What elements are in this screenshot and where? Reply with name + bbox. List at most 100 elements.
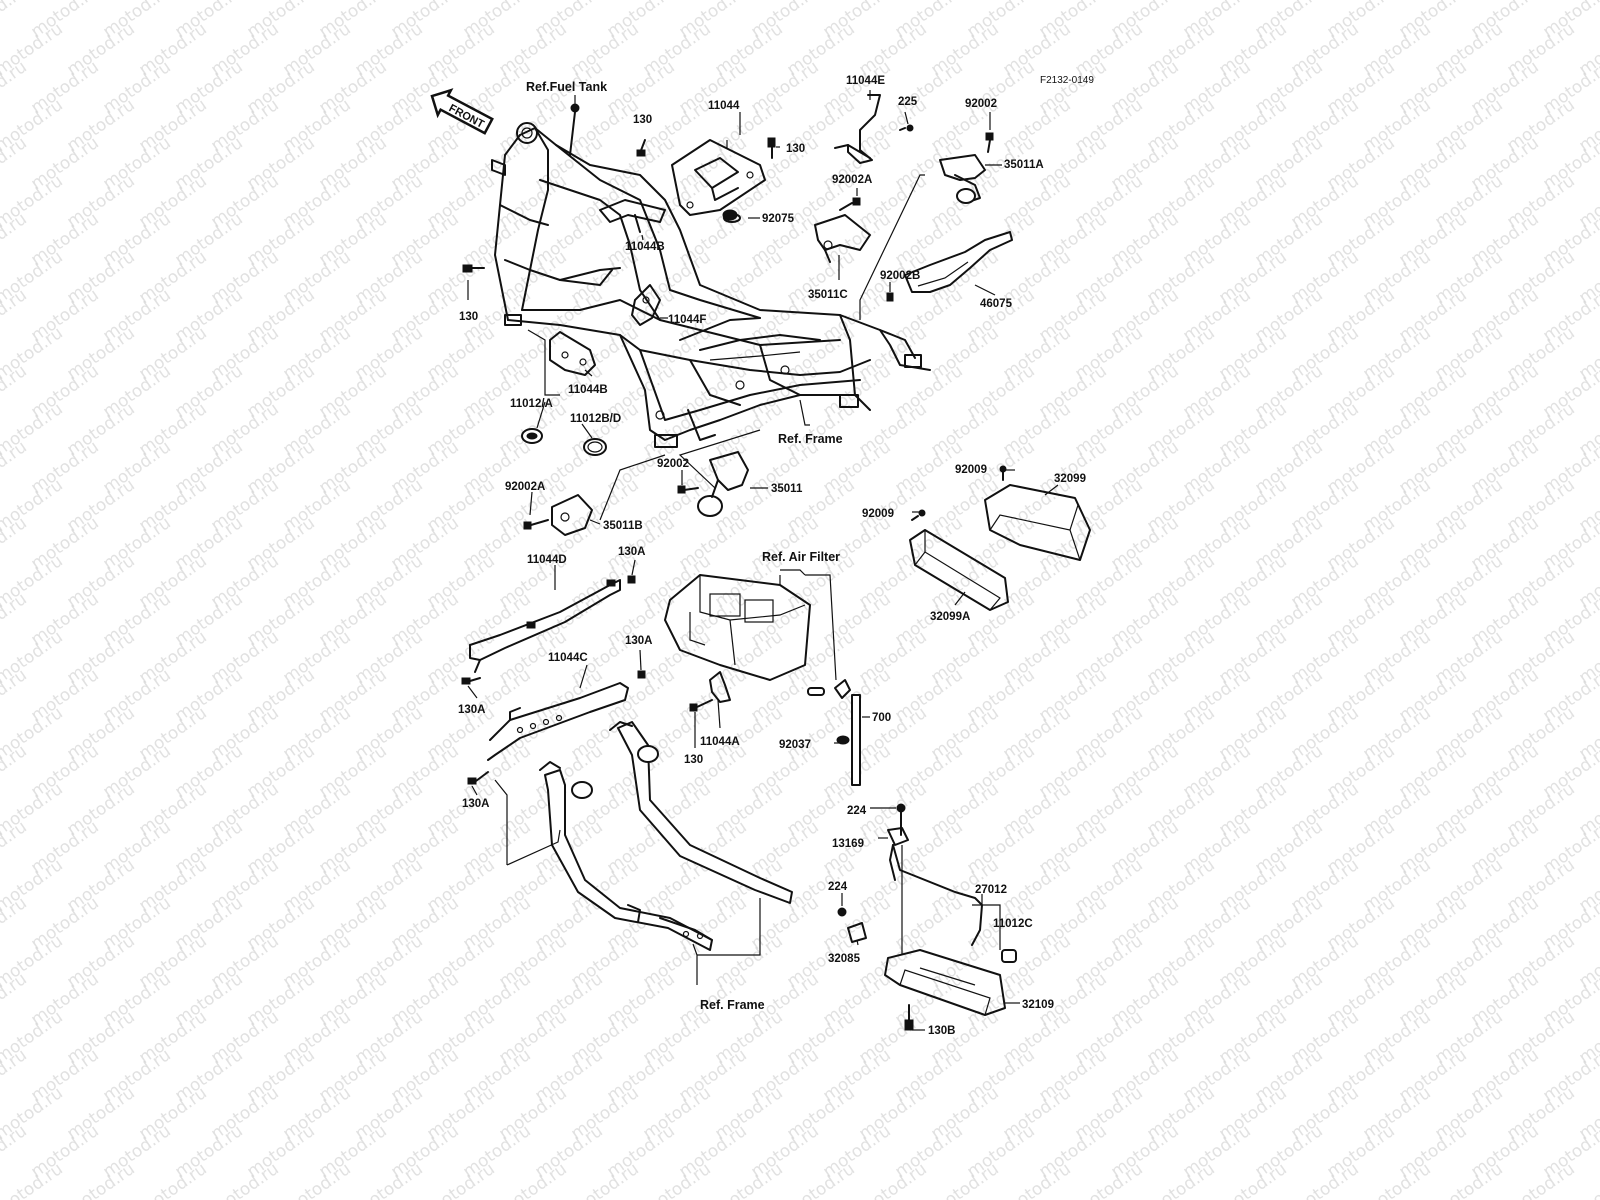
label-35011: 35011: [771, 483, 803, 495]
watermark-text: motod.ru: [0, 437, 31, 498]
watermark-text: motod.ru: [0, 665, 31, 726]
label-11044A: 11044A: [700, 736, 740, 748]
step-bracket-35011: [677, 451, 749, 517]
watermark-text: motod.ru: [0, 57, 31, 118]
bracket-11044A: [689, 671, 731, 712]
bolt-130A-d2: [461, 677, 481, 685]
label-92075: 92075: [762, 213, 795, 225]
label-11012A: 11012/A: [510, 398, 553, 410]
leader-lines: [467, 90, 1059, 1031]
watermark-text: motod.ru: [0, 893, 31, 954]
label-225: 225: [898, 96, 918, 108]
watermark-text: motod.ru: [0, 209, 31, 270]
label-32085: 32085: [828, 953, 861, 965]
watermark-text: motod.ru: [0, 817, 31, 878]
plug-11012BD: [583, 438, 607, 456]
watermark-text: motod.ru: [0, 0, 31, 42]
label-32099: 32099: [1054, 473, 1086, 485]
grab-rail-46075: [904, 231, 1013, 293]
watermark-text: motod.ru: [0, 133, 31, 194]
bolt-130-left: [462, 264, 485, 273]
bracket-11044B-top: [599, 199, 666, 233]
label-46075: 46075: [980, 298, 1013, 310]
label-92002A-mid: 92002A: [505, 481, 545, 493]
watermark-text: motod.ru: [0, 741, 31, 802]
label-224-top: 224: [847, 805, 867, 817]
label-130-left: 130: [459, 311, 478, 323]
label-92009-top: 92009: [955, 464, 987, 476]
bolt-224-top: [896, 803, 906, 836]
label-11044E: 11044E: [846, 75, 885, 87]
watermark-text: motod.ru: [0, 361, 31, 422]
ref-fuel-tank-label: Ref.Fuel Tank: [526, 80, 607, 94]
lower-frame-rails: [539, 721, 793, 951]
label-11044B-mid: 11044B: [568, 384, 608, 396]
label-92002: 92002: [965, 98, 997, 110]
ref-air-filter-label: Ref. Air Filter: [762, 550, 840, 564]
watermark-text: motod.ru: [0, 589, 31, 650]
bolt-130-right: [767, 137, 776, 159]
box-32099A: [909, 509, 1009, 611]
part-labels: Ref.Fuel Tank 11044 130 130 11044E 225 9…: [458, 75, 1086, 1037]
label-35011A: 35011A: [1004, 159, 1044, 171]
label-11044: 11044: [708, 100, 740, 112]
label-11012C: 11012C: [993, 918, 1033, 930]
bracket-11044B-mid: [549, 331, 596, 376]
label-130A-left: 130A: [458, 704, 486, 716]
label-92002A-top: 92002A: [832, 174, 872, 186]
box-32099: [984, 465, 1091, 561]
bolt-92002A-top: [839, 197, 861, 211]
bracket-35011C: [814, 214, 871, 263]
label-130A-top: 130A: [618, 546, 646, 558]
label-35011C: 35011C: [808, 289, 848, 301]
label-130-right: 130: [786, 143, 805, 155]
label-92037: 92037: [779, 739, 811, 751]
label-32109: 32109: [1022, 999, 1054, 1011]
clip-13169: [887, 827, 909, 846]
step-bracket-35011A: [939, 132, 994, 204]
bracket-11044E: [834, 94, 914, 164]
label-11044F: 11044F: [668, 314, 706, 326]
bolt-224-mid: [837, 907, 847, 917]
label-130A-mid: 130A: [625, 635, 653, 647]
grommet-92075: [723, 213, 741, 223]
tray-32109: [884, 949, 1006, 1031]
label-130A-bottom: 130A: [462, 798, 490, 810]
main-frame: [491, 122, 931, 448]
watermark-text: motod.ru: [0, 513, 31, 574]
clip-32085: [847, 922, 867, 943]
air-filter-box: [664, 574, 811, 681]
watermark-text: motod.ru: [0, 969, 31, 1030]
figure-code: F2132-0149: [1040, 75, 1094, 86]
bracket-11044F: [631, 284, 661, 326]
hose-700: [807, 679, 861, 786]
label-13169: 13169: [832, 838, 864, 850]
ref-frame-upper-label: Ref. Frame: [778, 432, 843, 446]
label-92009-mid: 92009: [862, 508, 894, 520]
label-92002B: 92002B: [880, 270, 920, 282]
label-130B: 130B: [928, 1025, 956, 1037]
ref-frame-lower-label: Ref. Frame: [700, 998, 765, 1012]
label-92002-mid: 92002: [657, 458, 689, 470]
bolt-92002B: [886, 292, 894, 302]
label-224-mid: 224: [828, 881, 848, 893]
label-11012BD: 11012B/D: [570, 413, 621, 425]
bolt-130-top: [636, 139, 646, 157]
label-700: 700: [872, 712, 891, 724]
label-35011B: 35011B: [603, 520, 643, 532]
bracket-11044D: [461, 575, 636, 685]
watermark-text: motod.ru: [1575, 0, 1600, 4]
label-130-bottom: 130: [684, 754, 703, 766]
bracket-11044C: [467, 670, 646, 785]
label-11044B-top: 11044B: [625, 241, 665, 253]
watermark-text: motod.ru: [1575, 1159, 1600, 1200]
watermark-text: motod.ru: [0, 285, 31, 346]
label-11044D: 11044D: [527, 554, 567, 566]
label-32099A: 32099A: [930, 611, 970, 623]
label-27012: 27012: [975, 884, 1007, 896]
bracket-35011B: [523, 494, 593, 536]
watermark-text: motod.ru: [0, 1121, 31, 1182]
